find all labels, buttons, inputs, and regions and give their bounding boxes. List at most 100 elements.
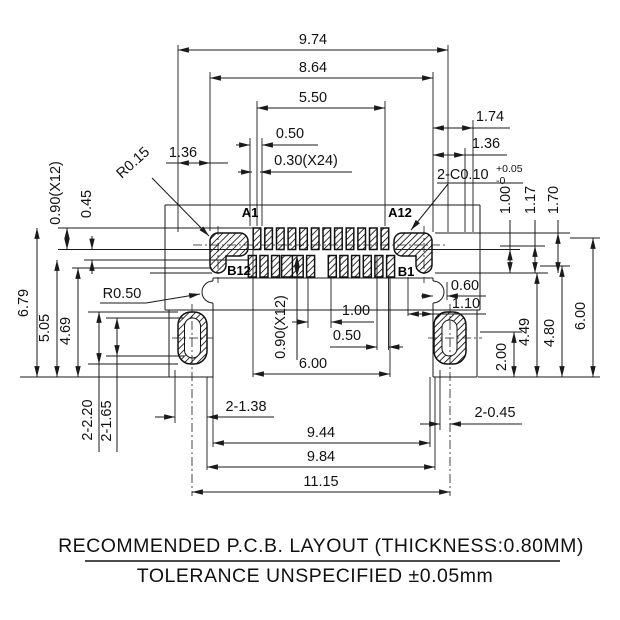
pad-b-right-2 bbox=[339, 254, 349, 278]
dim-chamfer-callout-segment bbox=[410, 183, 449, 231]
dim-label: R0.50 bbox=[103, 286, 142, 302]
pad-a-9 bbox=[345, 227, 355, 251]
dim-notch-offset: 1.10 bbox=[407, 296, 486, 317]
dim-leg-pad-offset: 2-0.45 bbox=[420, 405, 522, 427]
pad-row-b bbox=[247, 254, 396, 278]
dim-label: 2-1.38 bbox=[225, 399, 266, 415]
dim-label: 6.79 bbox=[16, 289, 32, 317]
dim-right-span-a: 4.49 bbox=[517, 272, 540, 378]
dim-label: 2.00 bbox=[494, 343, 510, 371]
pin-labels: A1 A12 B12 B1 bbox=[227, 205, 414, 279]
dim-top-pitch: 0.50 bbox=[236, 126, 318, 148]
dim-chamfer-callout: 2-C0.10 +0.05 -0 bbox=[410, 163, 523, 231]
dim-label: R0.15 bbox=[114, 144, 153, 182]
dim-b-row-span: 6.00 bbox=[252, 356, 391, 377]
dim-label: 4.80 bbox=[542, 319, 558, 347]
dim-row-offset: 0.45 bbox=[79, 190, 95, 274]
dim-b-row-offset: 0.50 bbox=[330, 328, 403, 350]
dim-pad-length-a: 0.90(X12) bbox=[48, 161, 70, 250]
dim-label: 9.84 bbox=[307, 449, 335, 465]
dim-label: 0.90(X12) bbox=[48, 161, 64, 225]
right-notch-arc bbox=[432, 280, 445, 304]
left-notch-arc bbox=[201, 280, 214, 304]
connector-body-outline bbox=[164, 204, 481, 378]
tolerance-plus-label: +0.05 bbox=[496, 163, 523, 175]
dim-label: 9.44 bbox=[307, 425, 335, 441]
shield-corner-pads bbox=[209, 232, 433, 274]
dim-label: 5.05 bbox=[37, 314, 53, 342]
dim-label: 2-1.65 bbox=[99, 400, 115, 441]
dim-b-row-pitch: 1.00 bbox=[292, 303, 374, 325]
dim-label: 6.00 bbox=[573, 302, 589, 330]
dim-label: 1.10 bbox=[452, 296, 480, 312]
left-corner-shield-pad bbox=[209, 232, 249, 274]
pad-a-7 bbox=[322, 227, 332, 251]
dim-leg-pad-height: 2.00 bbox=[494, 331, 517, 378]
dim-top-shell: 8.64 bbox=[209, 60, 434, 81]
dim-label: 0.30(X24) bbox=[274, 153, 338, 169]
dim-label: 11.15 bbox=[303, 474, 338, 490]
extension-lines bbox=[20, 45, 600, 470]
dim-left-span-inner: 4.69 bbox=[58, 267, 81, 378]
dim-bottom-span-inner: 9.44 bbox=[212, 425, 431, 446]
dim-label: 4.69 bbox=[58, 317, 74, 345]
center-lines bbox=[172, 226, 482, 496]
tolerance-minus-label: -0 bbox=[496, 175, 505, 187]
dim-notch-radius: R0.50 bbox=[100, 286, 201, 304]
pad-row-a bbox=[252, 227, 390, 251]
dim-top-right-gap: 1.74 bbox=[432, 109, 510, 131]
pin-label-b12: B12 bbox=[227, 263, 251, 278]
pad-b-left-5 bbox=[305, 254, 316, 278]
dim-leg-pad-width: 2-1.38 bbox=[155, 399, 274, 420]
pad-b-right-3 bbox=[350, 254, 361, 278]
dim-label: 0.50 bbox=[333, 328, 361, 344]
pad-b-left-1 bbox=[247, 254, 258, 278]
pad-a-11 bbox=[368, 227, 378, 251]
dim-top-left-offset: 1.36 bbox=[166, 145, 228, 166]
pad-b-right-1 bbox=[327, 254, 338, 278]
pad-b-left-2 bbox=[259, 254, 269, 278]
dim-label: 5.50 bbox=[299, 90, 327, 106]
dim-label: 1.00 bbox=[498, 186, 514, 214]
dim-label: 2-0.45 bbox=[474, 405, 515, 421]
pad-a-1 bbox=[252, 227, 262, 251]
dim-label: 0.90(X12) bbox=[273, 295, 289, 359]
pad-a-5 bbox=[298, 227, 309, 251]
pad-a-10 bbox=[357, 227, 367, 251]
dim-label: 2-2.20 bbox=[80, 399, 96, 440]
pin-label-a1: A1 bbox=[242, 205, 259, 220]
dim-top-overall: 9.74 bbox=[177, 32, 449, 53]
dim-right-total: 6.00 bbox=[573, 237, 596, 378]
pin-label-a12: A12 bbox=[388, 205, 412, 220]
dim-label: 0.45 bbox=[79, 190, 95, 218]
dim-label: 6.00 bbox=[299, 356, 327, 372]
footer-tolerance: TOLERANCE UNSPECIFIED ±0.05mm bbox=[137, 565, 493, 587]
dim-corner-radius-segment bbox=[151, 177, 210, 237]
dim-label: 0.60 bbox=[451, 278, 479, 294]
dim-label: 1.36 bbox=[472, 136, 500, 152]
dim-label: 4.49 bbox=[517, 318, 533, 346]
dim-bottom-span-mid: 9.84 bbox=[206, 449, 436, 470]
dim-left-total: 6.79 bbox=[16, 227, 40, 378]
pad-b-right-5 bbox=[374, 254, 384, 278]
dim-bottom-overall: 11.15 bbox=[191, 474, 451, 495]
dim-top-right-offset: 1.36 bbox=[432, 136, 507, 158]
dim-label: 1.70 bbox=[546, 186, 562, 214]
footer-title: RECOMMENDED P.C.B. LAYOUT (THICKNESS:0.8… bbox=[58, 535, 584, 557]
dim-notch-radius-segment bbox=[145, 293, 201, 304]
dim-label: 2-C0.10 bbox=[437, 167, 489, 183]
dim-label: 1.00 bbox=[342, 303, 370, 319]
pad-b-right-6 bbox=[385, 254, 396, 278]
pad-a-4 bbox=[287, 227, 297, 251]
dim-slot-hole-length: 2-1.65 bbox=[99, 317, 120, 452]
pad-a-8 bbox=[333, 227, 343, 251]
dim-top-row-span: 5.50 bbox=[256, 90, 386, 111]
dim-label: 1.36 bbox=[169, 145, 197, 161]
dim-label: 0.50 bbox=[276, 126, 304, 142]
dim-slot-pad-length: 2-2.20 bbox=[80, 311, 102, 452]
pad-a-2 bbox=[264, 227, 274, 251]
dim-label: 1.17 bbox=[523, 186, 539, 214]
dim-right-gap-a: 1.00 bbox=[498, 186, 514, 274]
